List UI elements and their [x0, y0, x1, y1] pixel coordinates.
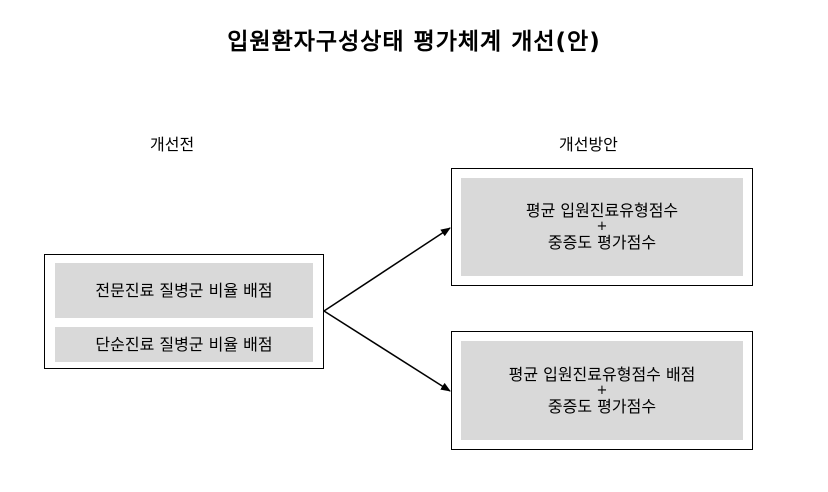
after-option-1-line1: 평균 입원진료유형점수	[525, 201, 679, 220]
after-option-1-box: 평균 입원진료유형점수 + 중증도 평가점수	[451, 168, 753, 286]
before-box: 전문진료 질병군 비율 배점 단순진료 질병군 비율 배점	[44, 254, 324, 369]
arrow-to-option-1	[323, 227, 451, 312]
before-label: 개선전	[150, 135, 195, 154]
after-option-2-line1: 평균 입원진료유형점수 배점	[508, 364, 696, 384]
diagram-title: 입원환자구성상태 평가체계 개선(안)	[227, 29, 601, 55]
after-option-1-content: 평균 입원진료유형점수 + 중증도 평가점수	[461, 178, 743, 276]
plus-sign: +	[596, 219, 608, 234]
before-item-specialized-text: 전문진료 질병군 비율 배점	[95, 280, 273, 300]
after-option-1-line2: 중증도 평가점수	[547, 233, 657, 252]
before-item-specialized: 전문진료 질병군 비율 배점	[55, 263, 313, 318]
arrow-to-option-2	[323, 310, 451, 392]
before-item-simple: 단순진료 질병군 비율 배점	[55, 327, 313, 362]
after-label: 개선방안	[559, 135, 618, 154]
after-option-2-box: 평균 입원진료유형점수 배점 + 중증도 평가점수	[451, 331, 753, 450]
after-option-2-content: 평균 입원진료유형점수 배점 + 중증도 평가점수	[461, 341, 743, 440]
after-option-2-line2: 중증도 평가점수	[547, 396, 657, 416]
plus-sign: +	[596, 382, 608, 398]
before-item-simple-text: 단순진료 질병군 비율 배점	[95, 334, 273, 354]
